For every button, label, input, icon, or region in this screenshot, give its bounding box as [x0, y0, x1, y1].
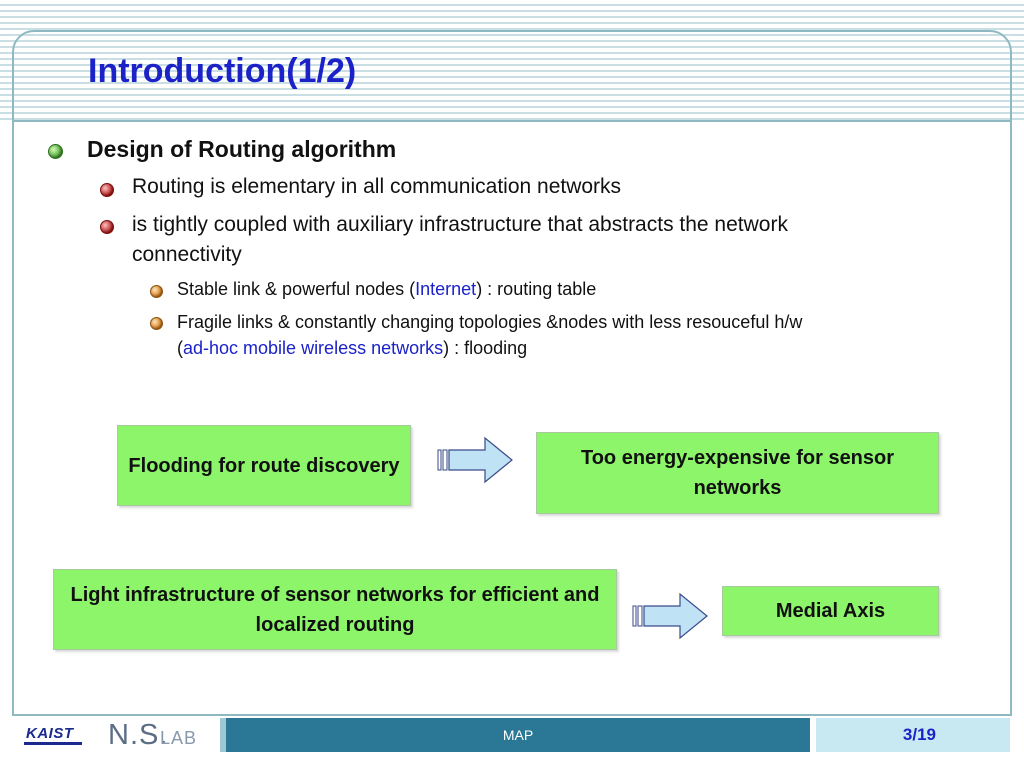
header-stripes: [0, 0, 1024, 122]
footer-logo: KAIST N.S. LAB: [14, 718, 220, 752]
orange-bullet-icon: [150, 285, 163, 298]
bullet-fragile-links: Fragile links & constantly changing topo…: [150, 311, 810, 361]
highlight-internet: Internet: [415, 279, 477, 299]
bullet-routing-elementary: Routing is elementary in all communicati…: [100, 175, 621, 199]
text-prefix: Fragile links & constantly changing topo…: [177, 312, 803, 358]
title-divider: [14, 120, 1010, 122]
orange-bullet-icon: [150, 317, 163, 330]
text-suffix: ) : routing table: [476, 279, 597, 299]
bullet-text: is tightly coupled with auxiliary infras…: [132, 213, 788, 266]
nslab-logo: N.S.: [108, 719, 169, 751]
flow-box-flooding: Flooding for route discovery: [117, 425, 411, 506]
slide-title: Introduction(1/2): [88, 52, 357, 90]
bullet-design-routing: Design of Routing algorithm: [48, 136, 396, 163]
bullet-heading-text: Design of Routing algorithm: [87, 136, 397, 162]
flow-box-energy-expensive: Too energy-expensive for sensor networks: [536, 432, 939, 514]
green-bullet-icon: [48, 144, 63, 159]
slide-footer: KAIST N.S. LAB MAP 3/19: [14, 718, 1010, 752]
footer-center-label: MAP: [220, 718, 810, 752]
bullet-text: Routing is elementary in all communicati…: [132, 175, 622, 198]
right-arrow-icon: [632, 592, 708, 640]
page-number: 3/19: [810, 718, 1010, 752]
bullet-tightly-coupled: is tightly coupled with auxiliary infras…: [100, 212, 860, 270]
kaist-logo-underline: [24, 742, 82, 745]
bullet-stable-link: Stable link & powerful nodes (Internet) …: [150, 279, 596, 300]
red-bullet-icon: [100, 220, 114, 234]
bullet-text: Stable link & powerful nodes (Internet) …: [177, 279, 596, 300]
flow-box-light-infrastructure: Light infrastructure of sensor networks …: [53, 569, 617, 650]
right-arrow-icon: [437, 436, 513, 484]
nslab-logo-lab: LAB: [160, 728, 198, 748]
flow-box-medial-axis: Medial Axis: [722, 586, 939, 636]
highlight-adhoc: ad-hoc mobile wireless networks: [183, 338, 444, 358]
bullet-text: Fragile links & constantly changing topo…: [177, 309, 810, 361]
slide-frame: [12, 30, 1012, 716]
text-prefix: Stable link & powerful nodes (: [177, 279, 416, 299]
text-suffix: ) : flooding: [443, 338, 528, 358]
red-bullet-icon: [100, 183, 114, 197]
kaist-logo: KAIST: [26, 725, 74, 742]
